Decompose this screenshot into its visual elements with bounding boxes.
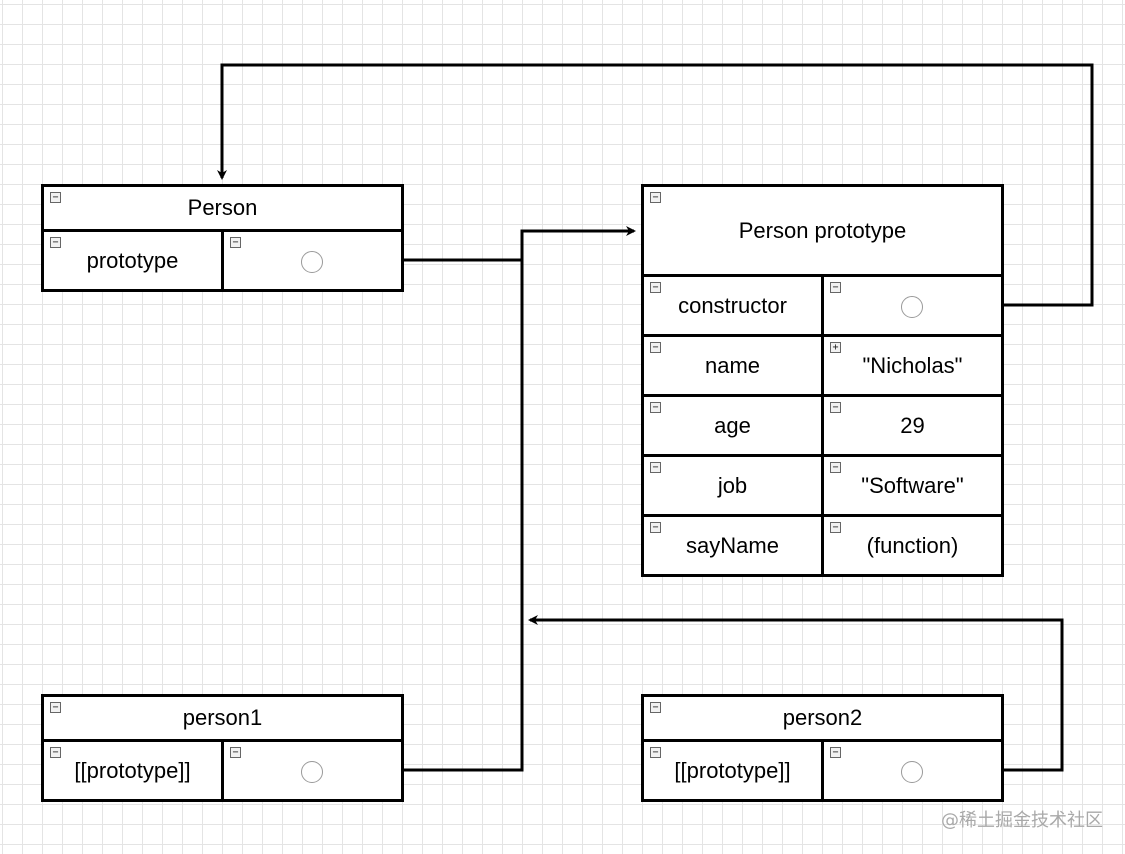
connection-port-icon[interactable] [301,251,323,273]
person2-prototype-label: [[prototype]] [674,757,791,783]
constructor-to-person-edge[interactable] [217,63,1094,307]
person1-header: person1 [41,694,404,742]
person-node[interactable]: Person prototype [41,184,404,292]
connection-port-icon[interactable] [901,296,923,318]
row-key: age [714,412,751,438]
age-key-cell: age [641,394,824,457]
collapse-icon[interactable] [230,747,241,758]
person2-node[interactable]: person2 [[prototype]] [641,694,1004,802]
name-key-cell: name [641,334,824,397]
person1-prototype-label: [[prototype]] [74,757,191,783]
connection-port-icon[interactable] [301,761,323,783]
sayname-key-cell: sayName [641,514,824,577]
collapse-icon[interactable] [650,192,661,203]
prototype-to-person-prototype-edge[interactable] [327,226,636,262]
collapse-icon[interactable] [650,282,661,293]
collapse-icon[interactable] [830,282,841,293]
person-prototype-label: prototype [86,247,179,273]
collapse-icon[interactable] [650,462,661,473]
collapse-icon[interactable] [830,402,841,413]
person-prototype-title: Person prototype [738,217,907,243]
row-value: "Software" [861,472,964,498]
person-header: Person [41,184,404,232]
age-value-cell: 29 [821,394,1004,457]
row-value: (function) [866,532,959,558]
constructor-value-cell [821,274,1004,337]
person-prototype-key-cell: prototype [41,229,224,292]
collapse-icon[interactable] [830,747,841,758]
name-value-cell: "Nicholas" [821,334,1004,397]
job-key-cell: job [641,454,824,517]
sayname-value-cell: (function) [821,514,1004,577]
job-value-cell: "Software" [821,454,1004,517]
collapse-icon[interactable] [650,402,661,413]
person1-prototype-key-cell: [[prototype]] [41,739,224,802]
row-value: "Nicholas" [862,352,963,378]
row-key: sayName [686,532,779,558]
person-prototype-value-cell [221,229,404,292]
person2-header: person2 [641,694,1004,742]
collapse-icon[interactable] [50,702,61,713]
row-key: job [717,472,748,498]
person2-prototype-value-cell [821,739,1004,802]
collapse-icon[interactable] [230,237,241,248]
collapse-icon[interactable] [650,702,661,713]
person-prototype-node[interactable]: Person prototype constructor name "Nicho… [641,184,1004,577]
person-title: Person [187,195,258,220]
collapse-icon[interactable] [650,522,661,533]
collapse-icon[interactable] [50,747,61,758]
watermark: @稀土掘金技术社区 [941,810,1103,831]
person-prototype-header: Person prototype [641,184,1004,277]
collapse-icon[interactable] [830,462,841,473]
collapse-icon[interactable] [50,237,61,248]
collapse-icon[interactable] [50,192,61,203]
person1-prototype-value-cell [221,739,404,802]
constructor-key-cell: constructor [641,274,824,337]
row-key: constructor [678,292,787,318]
collapse-icon[interactable] [650,747,661,758]
person2-title: person2 [782,705,863,730]
collapse-icon[interactable] [830,522,841,533]
person1-node[interactable]: person1 [[prototype]] [41,694,404,802]
collapse-icon[interactable] [650,342,661,353]
connection-port-icon[interactable] [901,761,923,783]
person1-title: person1 [182,705,263,730]
expand-icon[interactable] [830,342,841,353]
person2-prototype-key-cell: [[prototype]] [641,739,824,802]
row-key: name [704,352,761,378]
row-value: 29 [900,412,925,438]
